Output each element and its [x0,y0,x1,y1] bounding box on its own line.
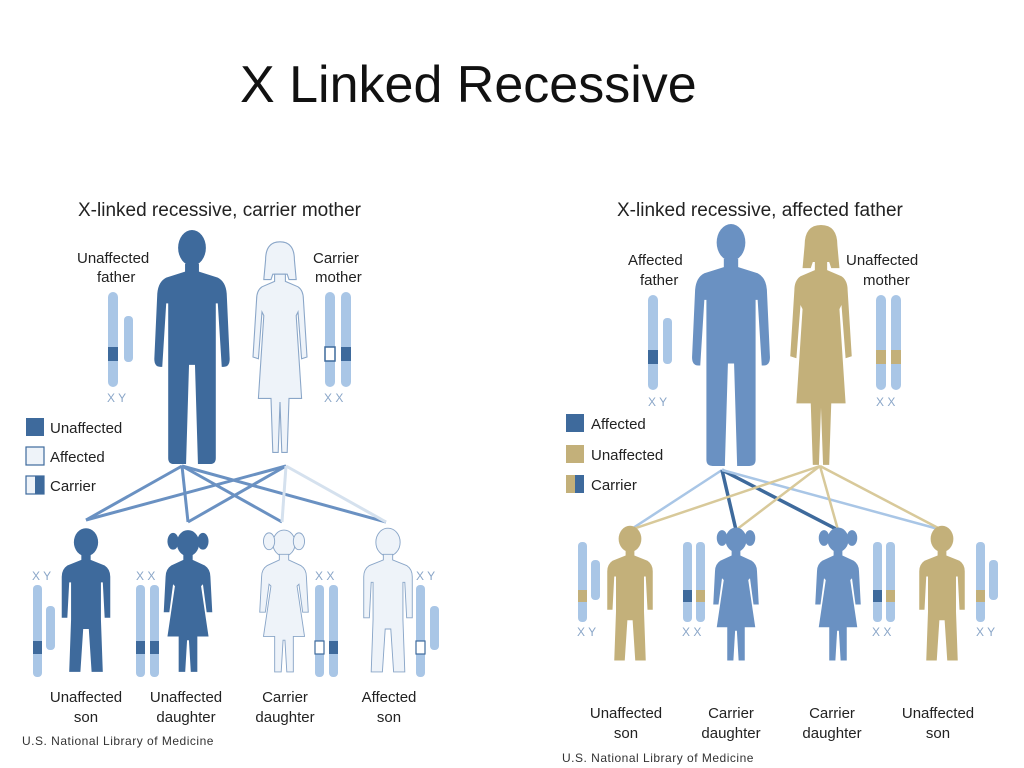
right-child3-chrom-label: X X [872,625,891,639]
right-child2-chrom-label: X X [682,625,701,639]
left-father-label-line2: father [97,269,135,286]
left-mother-label-line1: Carrier [313,250,359,267]
left-inheritance-lines [85,464,387,524]
right-child2-label-line2: daughter [701,725,760,742]
right-mother-figure [790,225,852,465]
left-credit: U.S. National Library of Medicine [22,734,214,748]
right-mother-chrom-label: X X [876,395,895,409]
left-father-chromosomes [108,292,133,387]
right-child3-label-line1: Carrier [809,705,855,722]
left-child3-label-line1: Carrier [262,689,308,706]
right-child-chromosomes [578,542,998,622]
left-child-carrier-daughter [259,529,309,673]
left-mother-chrom-label: X X [324,391,343,405]
right-legend-unaffected: Unaffected [591,447,663,464]
left-legend-unaffected: Unaffected [50,420,122,437]
left-child2-label-line2: daughter [156,709,215,726]
right-mother-chromosomes [876,295,901,390]
left-child-unaffected-son [61,528,111,672]
left-legend [25,418,45,495]
left-child1-label-line2: son [74,709,98,726]
right-credit: U.S. National Library of Medicine [562,751,754,765]
right-father-figure [692,224,770,466]
left-mother-chromosomes [324,292,351,387]
left-father-label-line1: Unaffected [77,250,149,267]
right-child3-label-line2: daughter [802,725,861,742]
left-child4-label-line2: son [377,709,401,726]
left-child3-label-line2: daughter [255,709,314,726]
right-father-label-line1: Affected [628,252,683,269]
right-panel-title: X-linked recessive, affected father [617,200,904,221]
right-legend-affected: Affected [591,416,646,433]
right-child-carrier-daughter-2 [815,527,861,661]
right-child1-chrom-label: X Y [577,625,596,639]
right-mother-label-line1: Unaffected [846,252,918,269]
right-legend [566,414,584,493]
right-child2-label-line1: Carrier [708,705,754,722]
left-child-unaffected-daughter [163,530,213,672]
left-child1-label-line1: Unaffected [50,689,122,706]
right-child4-label-line1: Unaffected [902,705,974,722]
right-father-chrom-label: X Y [648,395,667,409]
right-child-unaffected-son-2 [919,525,965,661]
left-panel-title: X-linked recessive, carrier mother [78,200,362,221]
right-legend-carrier: Carrier [591,477,637,494]
right-father-label-line2: father [640,272,678,289]
right-inheritance-lines [629,464,943,532]
left-child4-label-line1: Affected [362,689,417,706]
left-father-chrom-label: X Y [107,391,126,405]
right-child-carrier-daughter-1 [713,527,759,661]
right-child4-chrom-label: X Y [976,625,995,639]
left-mother-figure [252,241,308,453]
left-father-figure [154,229,230,465]
left-legend-affected: Affected [50,449,105,466]
right-child1-label-line1: Unaffected [590,705,662,722]
right-child1-label-line2: son [614,725,638,742]
left-child-affected-son [363,527,413,673]
left-child2-label-line1: Unaffected [150,689,222,706]
left-child4-chrom-label: X Y [416,569,435,583]
left-mother-label-line2: mother [315,269,362,286]
left-child2-chrom-label: X X [136,569,155,583]
left-child1-chrom-label: X Y [32,569,51,583]
right-mother-label-line2: mother [863,272,910,289]
left-child-chromosomes [33,585,439,677]
right-child4-label-line2: son [926,725,950,742]
left-legend-carrier: Carrier [50,478,96,495]
right-child-unaffected-son-1 [607,525,653,661]
left-child3-chrom-label: X X [315,569,334,583]
slide-title: X Linked Recessive [240,56,697,114]
right-father-chromosomes [648,295,672,390]
